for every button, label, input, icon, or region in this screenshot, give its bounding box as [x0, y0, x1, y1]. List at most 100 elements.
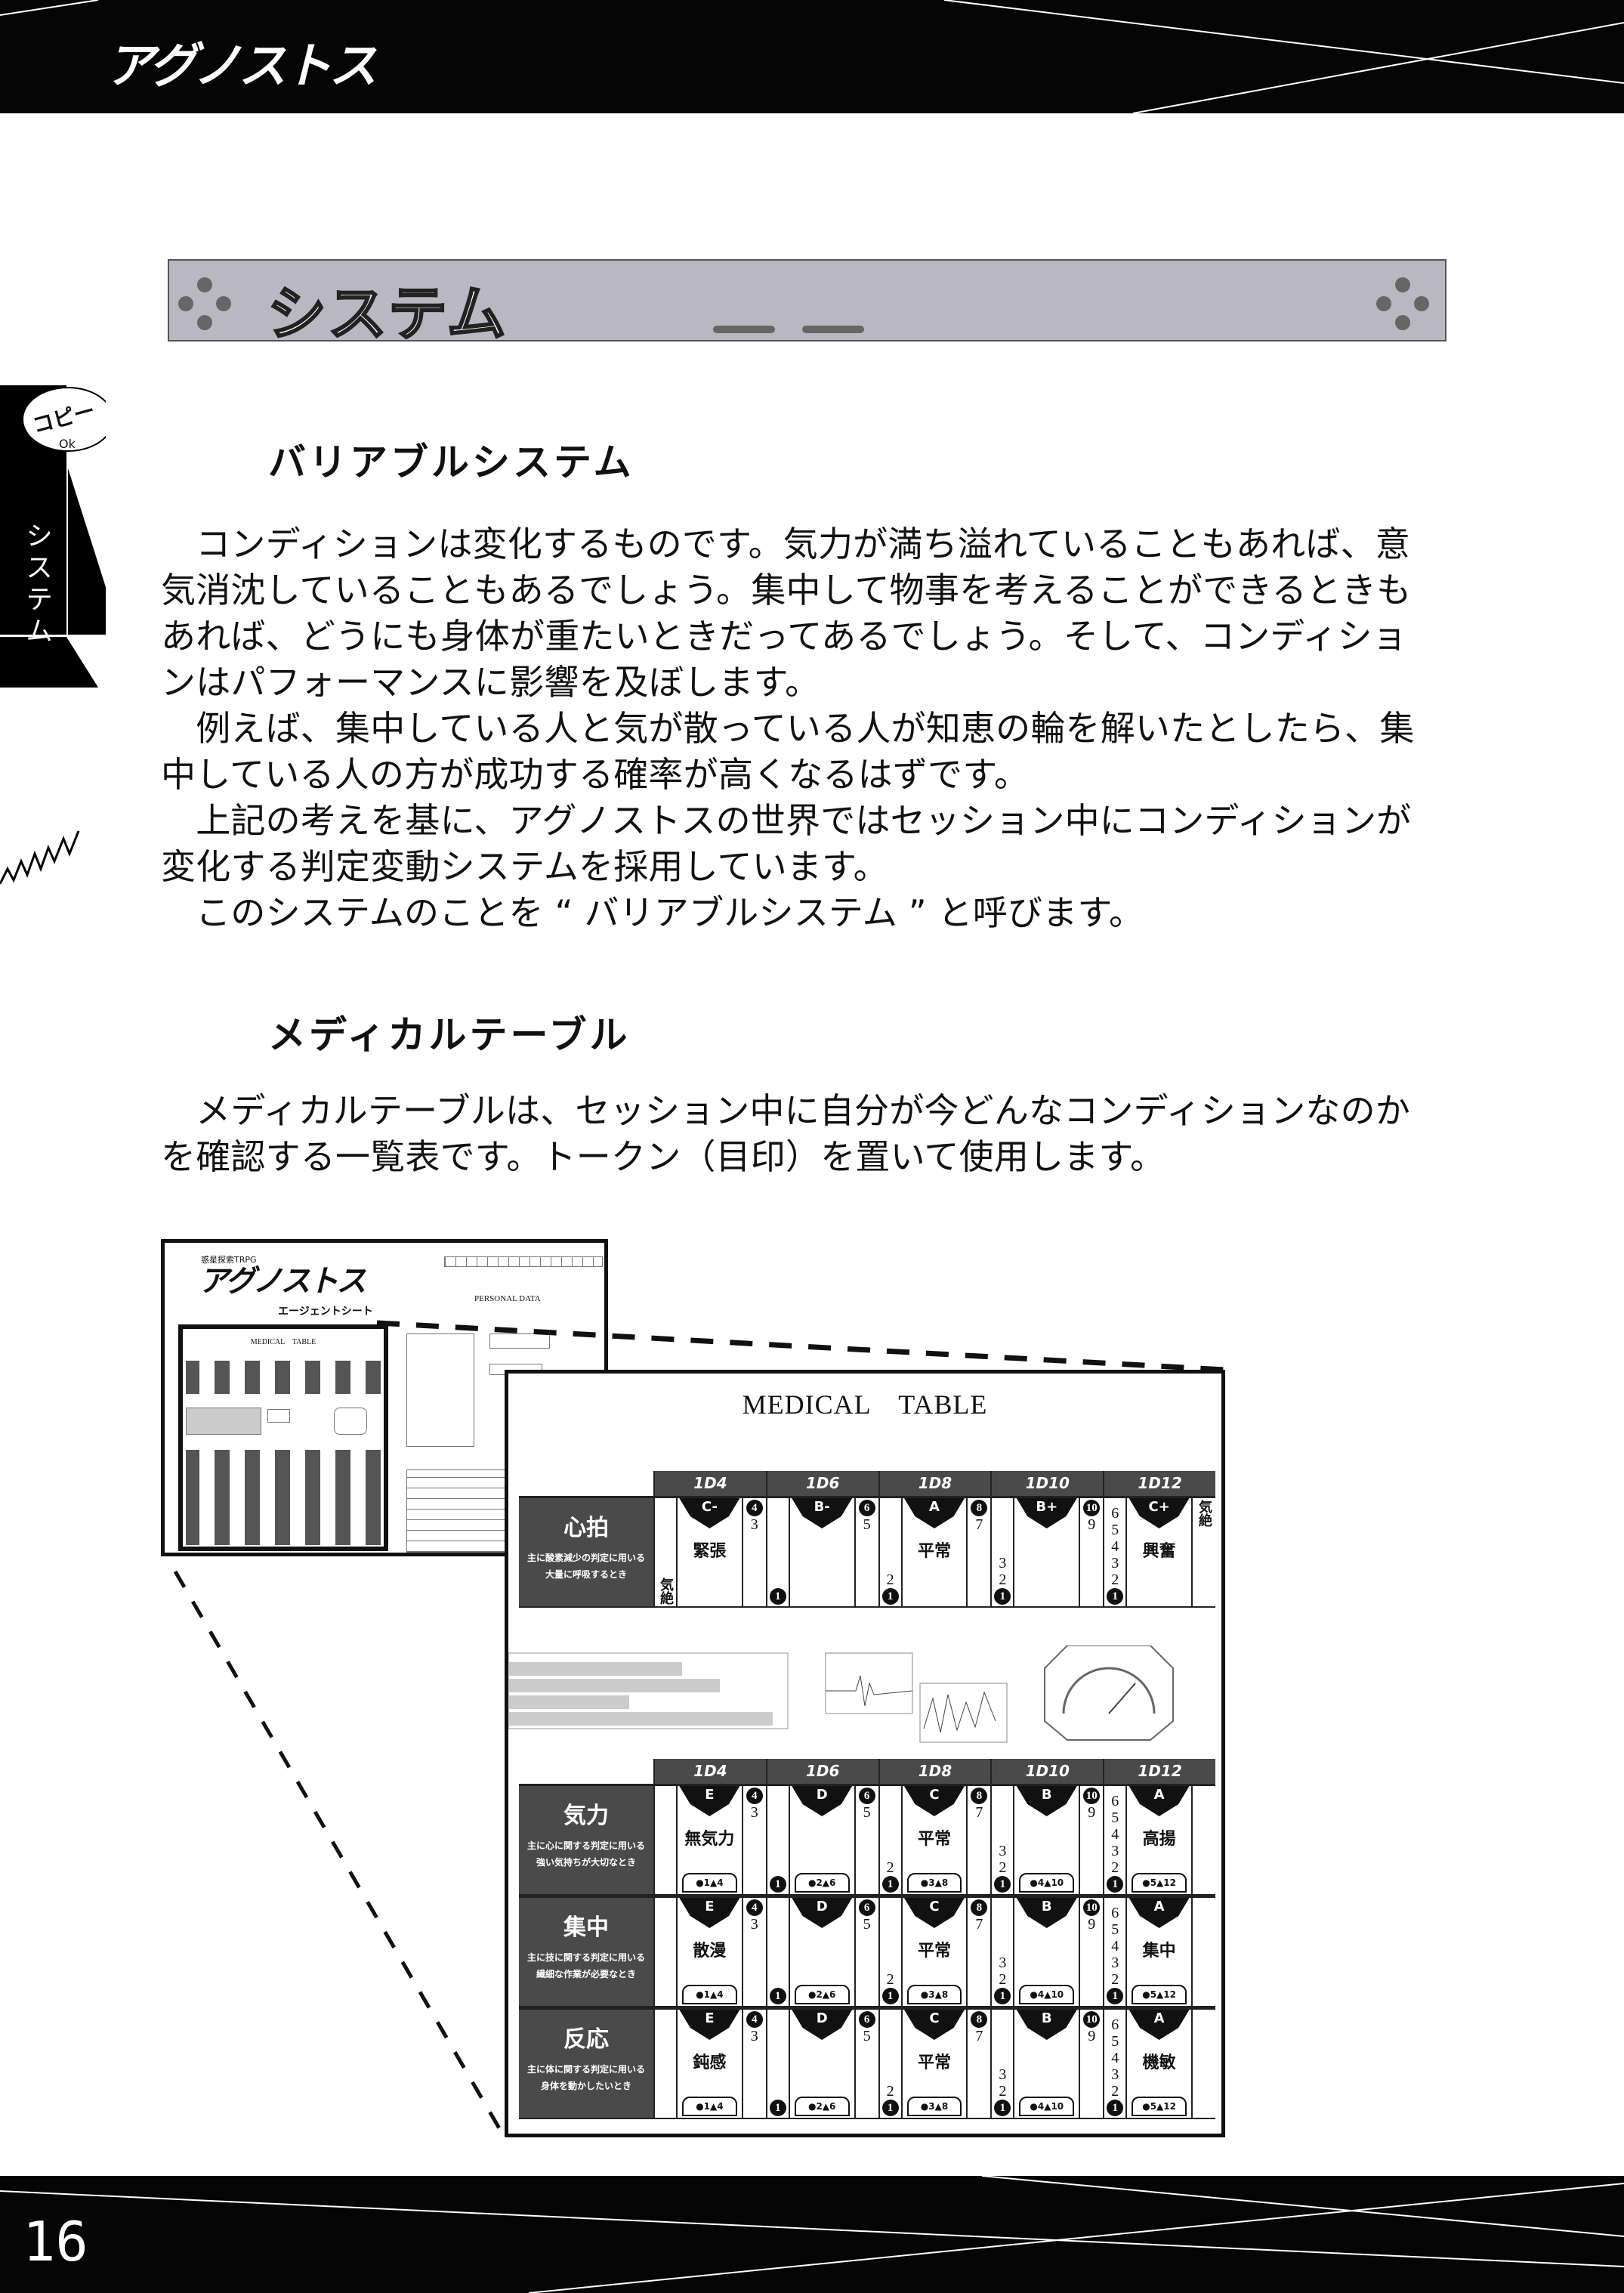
thumb-logo: アグノストス [199, 1264, 366, 1299]
condition-label: 平常 [917, 1542, 951, 1561]
track-number: 7 [975, 1804, 983, 1821]
track-number: 3 [750, 1916, 758, 1933]
condition-label: 平常 [917, 2054, 951, 2072]
circled-number: 6 [858, 2011, 875, 2028]
row-header: 気力主に心に関する判定に用いる強い気持ちが大切なとき [519, 1786, 653, 1894]
damage-badge: ●5▲12 [1132, 1873, 1187, 1893]
grade-marker: C- [679, 1498, 740, 1528]
banner-title: システム [267, 280, 508, 350]
track-number: 6 [1111, 1905, 1119, 1921]
circled-number: 1 [881, 1988, 899, 2004]
number-column: 1 [767, 1498, 790, 1606]
track-number: 2 [1111, 2083, 1119, 2100]
text-line: ンはパフォーマンスに影響を及ぼします。 [161, 662, 820, 703]
condition-description: 主に酸素減少の判定に用いる [526, 1553, 645, 1563]
text-line: あれば、どうにも身体が重たいときだってあるでしょう。そして、コンディショ [161, 616, 1407, 657]
condition-label: 高揚 [1142, 1830, 1176, 1849]
circled-number: 4 [746, 1788, 763, 1804]
text-line: 上記の考えを基に、アグノストスの世界ではセッション中にコンディションが [161, 800, 1412, 841]
circled-number: 1 [881, 1588, 899, 1605]
circled-number: 8 [971, 1500, 988, 1516]
number-column [655, 2010, 678, 2118]
track-number: 9 [1088, 2028, 1096, 2044]
grade-cell: B●4▲10 [1014, 1786, 1081, 1894]
circled-number: 1 [769, 1588, 786, 1605]
ok-text: Ok [59, 437, 76, 451]
text-line: コンディションは変化するものです。気力が満ち溢れていることもあれば、意 [161, 524, 1410, 564]
footer-decoration [0, 2176, 1624, 2293]
condition-label: 集中 [1142, 1942, 1176, 1961]
condition-label: 緊張 [693, 1542, 727, 1561]
medical-table-title: MEDICAL TABLE [742, 1389, 988, 1420]
number-column: 気絶 [1193, 1498, 1215, 1606]
track-number: 7 [975, 1516, 983, 1533]
condition-name: 集中 [563, 1914, 609, 1941]
condition-label: 散漫 [693, 1942, 727, 1961]
track-number: 2 [886, 1859, 894, 1876]
faint-label: 気絶 [1196, 1500, 1212, 1527]
paragraph-medical-table: メディカルテーブルは、セッション中に自分が今どんなコンディションなのか を確認す… [161, 1088, 1410, 1180]
dpad-icon [178, 277, 231, 330]
text-line: を確認する一覧表です。トークン（目印）を置いて使用します。 [161, 1136, 1166, 1177]
condition-description: 強い気持ちが大切なとき [536, 1857, 636, 1868]
grade-cell: C- 緊張 [678, 1498, 743, 1606]
dice-header-1d12: 1D12 [1103, 1471, 1215, 1496]
track-number: 3 [750, 1516, 758, 1533]
track-number: 3 [1111, 2066, 1119, 2083]
track-number: 2 [1111, 1971, 1119, 1988]
grade-marker: C [903, 1786, 965, 1816]
number-column [655, 1786, 678, 1894]
grade-cell: B- [790, 1498, 856, 1606]
circled-number: 4 [746, 1899, 763, 1916]
track-number: 5 [1111, 1809, 1119, 1826]
page-number: 16 [23, 2210, 88, 2273]
track-number: 9 [1088, 1804, 1096, 1821]
header-decoration [0, 0, 1624, 113]
damage-badge: ●4▲10 [1019, 1873, 1075, 1893]
track-number: 6 [1111, 1793, 1119, 1809]
circled-number: 6 [858, 1788, 875, 1804]
circled-number: 1 [1107, 1988, 1124, 2004]
circled-number: 10 [1083, 1788, 1101, 1804]
grade-marker: C [903, 2010, 965, 2040]
faint-label: 気絶 [658, 1578, 674, 1605]
track-number: 5 [863, 1516, 871, 1533]
circled-number: 1 [994, 1588, 1011, 1605]
track-number: 2 [999, 1571, 1007, 1588]
number-column: 1 [767, 2010, 790, 2118]
track-number: 5 [1111, 1921, 1119, 1938]
side-tab-label[interactable]: システム [21, 521, 52, 648]
grade-marker: D [792, 1786, 853, 1816]
text-line: 例えば、集中している人と気が散っている人が知恵の輪を解いたとしたら、集 [161, 708, 1415, 749]
damage-badge: ●2▲6 [794, 1873, 850, 1893]
damage-badge: ●3▲8 [906, 2097, 962, 2116]
damage-badge: ●2▲6 [794, 1985, 850, 2004]
track-number: 6 [1111, 2016, 1119, 2033]
track-number: 5 [1111, 1522, 1119, 1538]
track-number: 5 [863, 1916, 871, 1933]
damage-badge: ●3▲8 [906, 1873, 962, 1893]
